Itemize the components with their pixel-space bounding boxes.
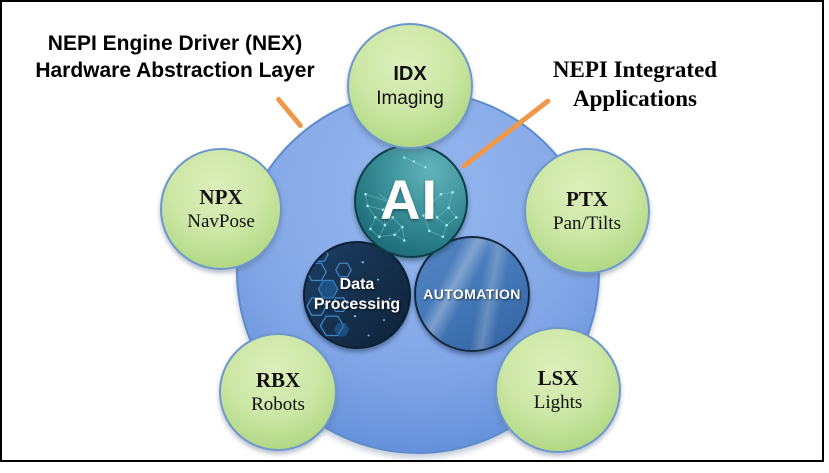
data-processing-line1: Data [339,276,375,293]
module-circle-idx: IDX Imaging [347,23,473,149]
module-circle-lsx: LSX Lights [495,327,621,453]
module-circle-npx: NPX NavPose [160,148,282,270]
data-processing-label: Data Processing [314,275,400,315]
hal-annotation-line2: Hardware Abstraction Layer [35,59,315,82]
apps-annotation-line1: NEPI Integrated [552,57,718,82]
diagram-border-frame [0,0,824,462]
module-acronym-idx: IDX [393,62,427,85]
module-name-ptx: Pan/Tilts [553,212,621,234]
module-circle-ptx: PTX Pan/Tilts [524,148,650,274]
data-processing-circle: Data Processing [303,241,411,349]
hexagon-circuit-texture [306,247,391,337]
apps-annotation-line2: Applications [573,86,697,111]
data-processing-line2: Processing [313,296,401,313]
module-circle-rbx: RBX Robots [219,333,337,451]
module-name-rbx: Robots [251,393,305,415]
hal-annotation: NEPI Engine Driver (NEX) Hardware Abstra… [20,30,330,84]
module-acronym-rbx: RBX [255,367,301,392]
ai-circle: AI [354,144,468,258]
ai-label: AI [380,167,438,231]
module-acronym-npx: NPX [199,184,243,209]
apps-annotation: NEPI Integrated Applications [495,55,775,113]
module-name-npx: NavPose [187,210,255,232]
module-name-idx: Imaging [376,87,444,109]
module-acronym-ptx: PTX [566,186,608,211]
hal-annotation-line1: NEPI Engine Driver (NEX) [47,32,303,55]
module-acronym-lsx: LSX [537,365,579,390]
module-name-lsx: Lights [533,391,583,413]
automation-circle: AUTOMATION [414,236,530,352]
ai-network-texture [364,156,458,242]
automation-label: AUTOMATION [423,286,521,302]
